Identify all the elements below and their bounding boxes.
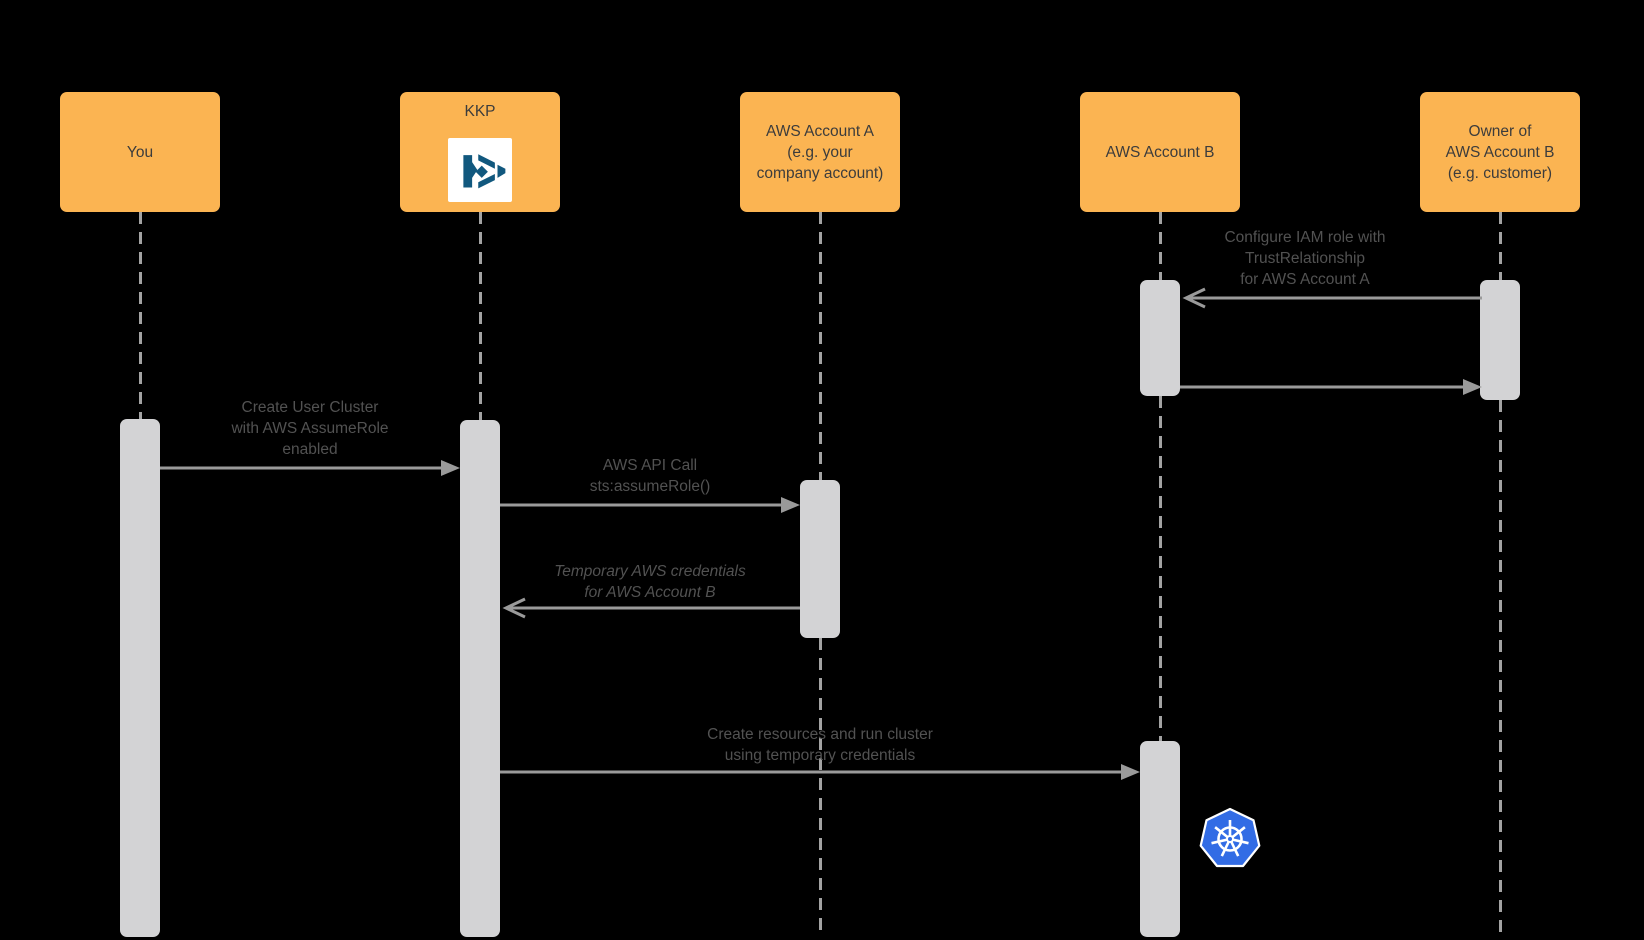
arrow-configure-iam-role — [1182, 287, 1482, 309]
lifeline-aws-account-a-lower — [818, 638, 822, 935]
message-label-aws-api-call: AWS API Call sts:assumeRole() — [500, 455, 800, 497]
arrow-create-user-cluster — [160, 460, 460, 476]
lifeline-owner-lower — [1498, 400, 1502, 935]
actor-box-aws-account-a: AWS Account A (e.g. your company account… — [740, 92, 900, 212]
message-label-configure-iam-role: Configure IAM role with TrustRelationshi… — [1145, 227, 1465, 290]
actor-label: (e.g. customer) — [1447, 164, 1553, 182]
activation-you — [120, 419, 160, 937]
message-label-create-user-cluster: Create User Cluster with AWS AssumeRole … — [160, 397, 460, 460]
actor-box-aws-account-b: AWS Account B — [1080, 92, 1240, 212]
lifeline-aws-account-a — [818, 212, 822, 480]
actor-label: You — [126, 143, 154, 161]
activation-aws-account-a — [800, 480, 840, 638]
activation-aws-account-b-1 — [1140, 280, 1180, 396]
actor-box-you: You — [60, 92, 220, 212]
message-line: Create User Cluster — [241, 399, 379, 416]
actor-label: Owner of — [1468, 122, 1532, 140]
message-line: sts:assumeRole() — [589, 478, 711, 495]
activation-owner — [1480, 280, 1520, 400]
lifeline-kkp — [478, 212, 482, 420]
kubernetes-icon — [1199, 807, 1261, 868]
kubermatic-logo-tile — [448, 138, 512, 202]
lifeline-owner — [1498, 212, 1502, 280]
arrow-create-resources — [500, 764, 1140, 780]
message-line: Create resources and run cluster — [707, 726, 933, 743]
arrow-aws-api-call — [500, 497, 800, 513]
actor-label: AWS Account A — [766, 122, 874, 140]
message-line: Configure IAM role with — [1224, 229, 1386, 246]
message-label-create-resources: Create resources and run cluster using t… — [620, 724, 1020, 766]
message-line: Temporary AWS credentials — [554, 563, 746, 580]
activation-aws-account-b-2 — [1140, 741, 1180, 937]
message-line: enabled — [282, 441, 338, 458]
actor-label: AWS Account B — [1105, 143, 1215, 161]
activation-kkp — [460, 420, 500, 937]
message-line: for AWS Account A — [1240, 271, 1370, 288]
actor-label: (e.g. your — [787, 143, 853, 161]
message-line: AWS API Call — [602, 457, 698, 474]
actor-label: AWS Account B — [1445, 143, 1555, 161]
actor-box-owner: Owner of AWS Account B (e.g. customer) — [1420, 92, 1580, 212]
message-label-temporary-credentials: Temporary AWS credentials for AWS Accoun… — [500, 561, 800, 603]
arrow-temporary-credentials — [502, 597, 800, 619]
lifeline-aws-account-b-lower — [1158, 396, 1162, 741]
message-line: using temporary credentials — [724, 747, 916, 764]
arrow-trust-setup-reply — [1180, 379, 1482, 395]
lifeline-aws-account-b — [1158, 212, 1162, 280]
message-line: TrustRelationship — [1244, 250, 1366, 267]
actor-label: company account) — [756, 164, 884, 182]
lifeline-you — [138, 212, 142, 420]
actor-label: KKP — [464, 103, 496, 120]
message-line: for AWS Account B — [584, 584, 716, 601]
kubermatic-icon — [463, 154, 506, 189]
message-line: with AWS AssumeRole — [231, 420, 389, 437]
